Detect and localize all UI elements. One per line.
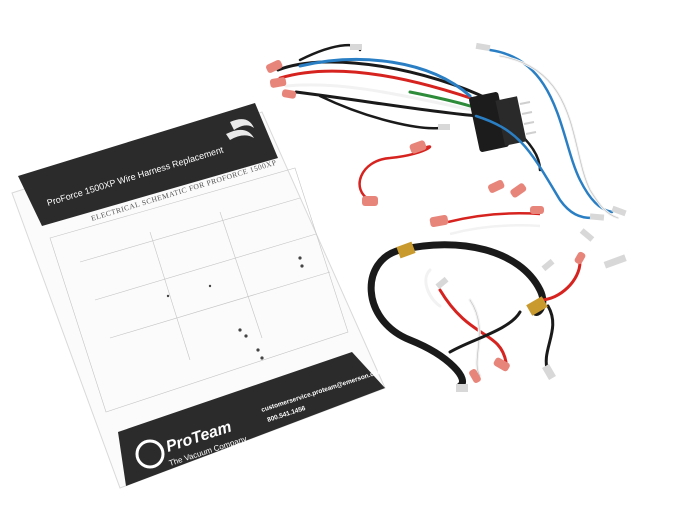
upper-terminals xyxy=(266,44,450,130)
blue-white-wires xyxy=(474,48,620,220)
schematic-diagram xyxy=(49,167,349,413)
sheet-top-band xyxy=(18,103,278,226)
loose-terminals xyxy=(579,228,627,269)
instruction-sheet: ProForce 1500XP Wire Harness Replacement… xyxy=(11,103,386,489)
blue-wire-terminals xyxy=(475,42,627,221)
lower-harness-parts xyxy=(396,241,586,392)
connector-block xyxy=(469,92,537,152)
sheet-bottom-band xyxy=(118,352,385,486)
red-white-jumpers xyxy=(429,179,544,236)
proteam-swoosh-icon xyxy=(226,119,254,140)
upper-wire-harness xyxy=(276,43,542,172)
red-jumper-wire xyxy=(358,140,432,206)
schematic-dots xyxy=(166,256,304,360)
proteam-swirl-icon xyxy=(135,439,165,469)
